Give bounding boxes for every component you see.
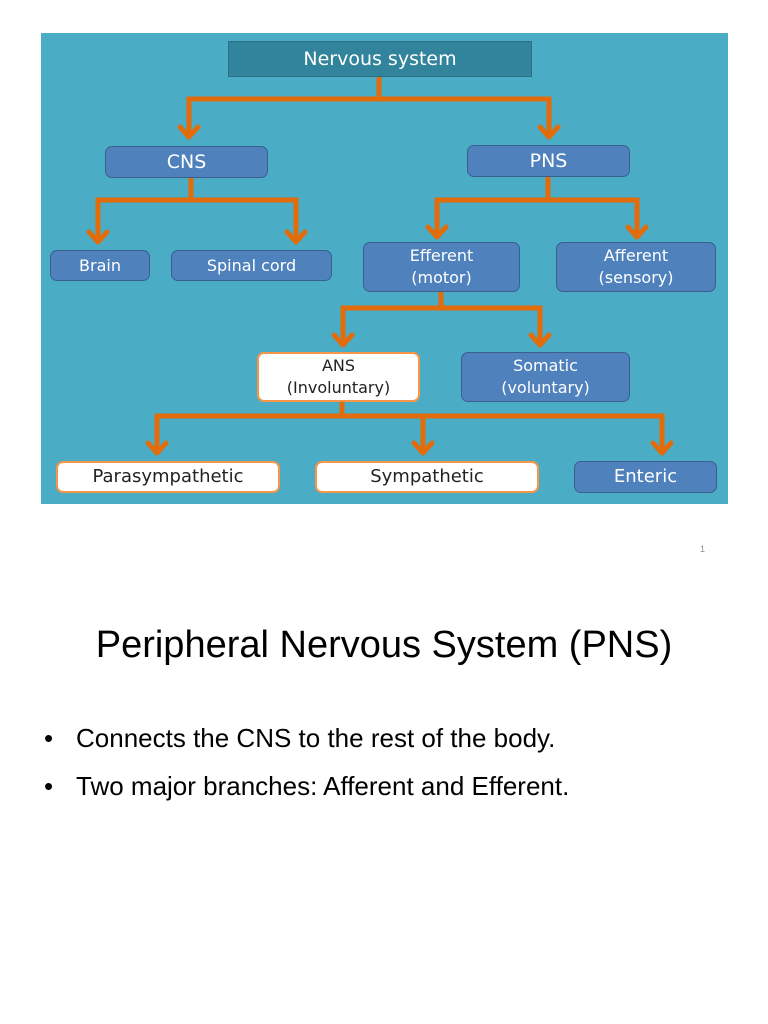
- slide-title: Peripheral Nervous System (PNS): [95, 624, 673, 666]
- arrow-head-icon: [145, 440, 169, 456]
- bullet-list: • Connects the CNS to the rest of the bod…: [44, 716, 744, 812]
- nervous-system-diagram: Nervous system CNS PNS Brain Spinal cord…: [41, 33, 728, 504]
- node-pns: PNS: [467, 145, 630, 177]
- bullet-icon: •: [44, 723, 54, 753]
- node-nervous-system: Nervous system: [228, 41, 532, 77]
- slide-number: 1: [700, 544, 706, 554]
- connector-lines: [86, 74, 674, 456]
- node-afferent: Afferent (sensory): [556, 242, 716, 292]
- arrow-head-icon: [528, 332, 552, 348]
- node-cns: CNS: [105, 146, 268, 178]
- arrow-head-icon: [284, 229, 308, 245]
- bullet-item: • Connects the CNS to the rest of the bod…: [44, 716, 744, 764]
- arrow-head-icon: [177, 124, 201, 140]
- arrow-head-icon: [625, 224, 649, 240]
- node-efferent: Efferent (motor): [363, 242, 520, 292]
- node-somatic: Somatic (voluntary): [461, 352, 630, 402]
- bullet-text: Connects the CNS to the rest of the body…: [76, 723, 556, 753]
- node-parasympathetic: Parasympathetic: [56, 461, 280, 493]
- arrow-head-icon: [411, 440, 435, 456]
- node-spinal-cord: Spinal cord: [171, 250, 332, 281]
- node-ans: ANS (Involuntary): [257, 352, 420, 402]
- arrow-head-icon: [537, 124, 561, 140]
- bullet-icon: •: [44, 771, 54, 801]
- arrow-head-icon: [331, 332, 355, 348]
- node-brain: Brain: [50, 250, 150, 281]
- arrow-head-icon: [425, 224, 449, 240]
- bullet-text: Two major branches: Afferent and Efferen…: [76, 771, 570, 801]
- node-enteric: Enteric: [574, 461, 717, 493]
- arrow-head-icon: [650, 440, 674, 456]
- arrow-head-icon: [86, 229, 110, 245]
- node-sympathetic: Sympathetic: [315, 461, 539, 493]
- bullet-item: • Two major branches: Afferent and Effere…: [44, 764, 744, 812]
